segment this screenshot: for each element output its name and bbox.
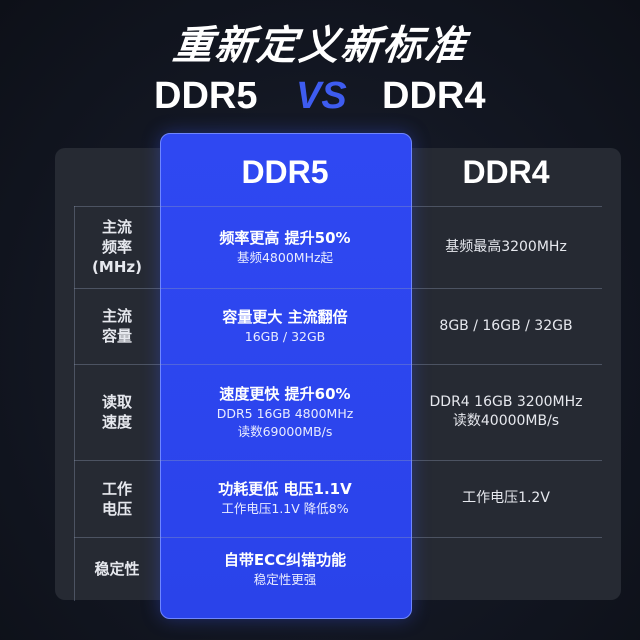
ddr5-cell-main: 功耗更低 电压1.1V — [218, 480, 352, 498]
row-divider — [74, 537, 602, 538]
ddr5-cell-sub: 基频4800MHz起 — [236, 249, 334, 265]
row-label-line: 稳定性 — [94, 560, 140, 578]
ddr5-cell: 容量更大 主流翻倍 16GB / 32GB — [160, 288, 410, 364]
ddr4-cell: 基频最高3200MHz — [410, 206, 602, 288]
row-label-line: 容量 — [101, 327, 132, 345]
ddr5-cell-main: 速度更快 提升60% — [219, 384, 351, 403]
row-label-line: 电压 — [101, 499, 132, 518]
ddr5-cell-sub: 工作电压1.1V 降低8% — [221, 501, 349, 516]
versus-heading: DDR5 VS DDR4 — [0, 74, 640, 118]
versus-vs: VS — [296, 75, 347, 117]
row-label-line: 读取 — [101, 393, 132, 411]
ddr5-cell: 自带ECC纠错功能 稳定性更强 — [160, 537, 410, 601]
ddr5-cell-main: 容量更大 主流翻倍 — [222, 307, 348, 326]
ddr5-cell: 频率更高 提升50% 基频4800MHz起 — [160, 206, 410, 288]
ddr5-cell: 功耗更低 电压1.1V 工作电压1.1V 降低8% — [160, 460, 410, 537]
row-label: 读取 速度 — [74, 364, 160, 460]
table-row-speed: 读取 速度 速度更快 提升60% DDR5 16GB 4800MHz 读数690… — [74, 364, 602, 460]
row-label-line: 频率 — [101, 238, 132, 256]
column-header-ddr4: DDR4 — [462, 154, 550, 190]
versus-ddr5: DDR5 — [154, 75, 258, 117]
row-divider — [74, 364, 602, 365]
versus-ddr4: DDR4 — [382, 75, 486, 117]
row-label: 主流 容量 — [74, 288, 160, 364]
table-row-frequency: 主流 频率 (MHz) 频率更高 提升50% 基频4800MHz起 基频最高32… — [74, 206, 602, 288]
ddr4-cell: 工作电压1.2V — [410, 460, 602, 537]
ddr4-cell-text: DDR4 16GB 3200MHz — [429, 394, 583, 410]
row-label-line: 工作 — [101, 479, 132, 498]
ddr4-cell-text: 8GB / 16GB / 32GB — [439, 317, 573, 334]
ddr5-cell-sub: 稳定性更强 — [253, 571, 317, 587]
ddr4-cell: 8GB / 16GB / 32GB — [410, 288, 602, 364]
ddr4-cell — [410, 537, 602, 601]
row-divider — [74, 288, 602, 289]
ddr5-cell-main: 频率更高 提升50% — [219, 228, 351, 247]
ddr4-cell-text: 工作电压1.2V — [462, 490, 550, 506]
ddr5-cell-sub: 16GB / 32GB — [244, 328, 326, 344]
column-header-ddr5: DDR5 — [241, 154, 329, 190]
row-label-line: (MHz) — [92, 258, 142, 276]
row-divider — [74, 460, 602, 461]
ddr4-cell-text: 读数40000MB/s — [452, 413, 560, 429]
headline: 重新定义新标准 — [170, 23, 470, 69]
table-row-stability: 稳定性 自带ECC纠错功能 稳定性更强 — [74, 537, 602, 601]
ddr5-cell-sub: DDR5 16GB 4800MHz — [216, 405, 354, 421]
ddr5-cell-sub: 读数69000MB/s — [237, 423, 333, 439]
ddr5-cell-main: 自带ECC纠错功能 — [223, 550, 347, 569]
ddr5-highlight-card — [160, 133, 412, 619]
table-row-capacity: 主流 容量 容量更大 主流翻倍 16GB / 32GB 8GB / 16GB /… — [74, 288, 602, 364]
label-column-divider — [74, 206, 75, 601]
table-row-voltage: 工作 电压 功耗更低 电压1.1V 工作电压1.1V 降低8% 工作电压1.2V — [74, 460, 602, 537]
row-label-line: 主流 — [101, 218, 132, 236]
ddr4-cell: DDR4 16GB 3200MHz 读数40000MB/s — [410, 364, 602, 460]
row-divider — [74, 206, 602, 207]
ddr5-cell: 速度更快 提升60% DDR5 16GB 4800MHz 读数69000MB/s — [160, 364, 410, 460]
row-label-line: 速度 — [101, 413, 132, 431]
row-label: 工作 电压 — [74, 460, 160, 537]
row-label: 主流 频率 (MHz) — [74, 206, 160, 288]
ddr4-cell-text: 基频最高3200MHz — [445, 238, 567, 255]
row-label-line: 主流 — [101, 307, 132, 325]
row-label: 稳定性 — [74, 537, 160, 601]
